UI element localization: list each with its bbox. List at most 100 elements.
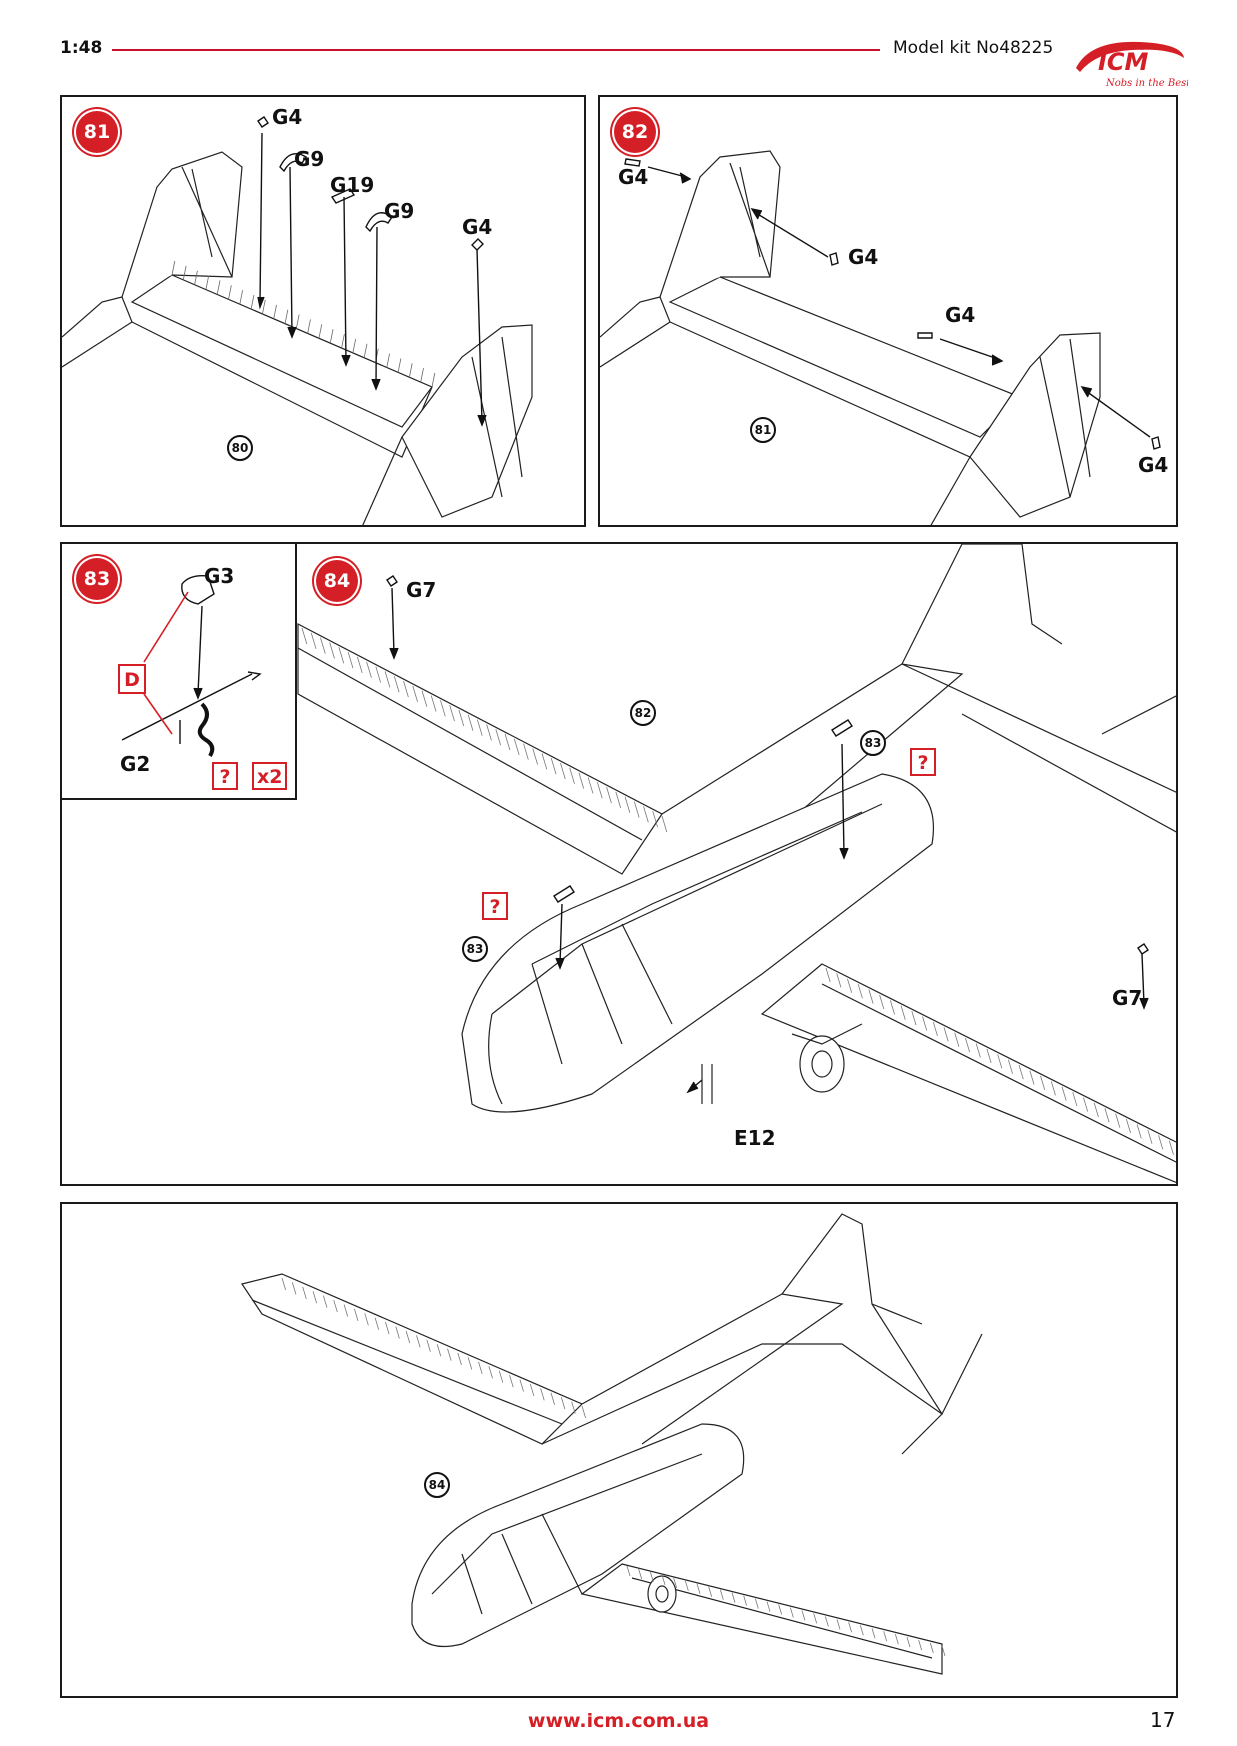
rib-line [498, 1370, 504, 1383]
rib-line [504, 733, 511, 751]
rib-line [431, 372, 436, 388]
rib-line [638, 1568, 643, 1580]
rib-line [1040, 1075, 1046, 1090]
part-label-g4-a: G4 [272, 105, 303, 129]
rib-line [778, 1604, 783, 1615]
rib-line [421, 690, 428, 707]
rib-line [1158, 1135, 1164, 1150]
rib-line [941, 1645, 946, 1657]
rib-line [291, 1282, 297, 1295]
step-82-panel: 82 G4 G4 G4 G4 81 [598, 95, 1178, 527]
rib-line [848, 1622, 853, 1633]
step-84-ref-82: 82 [630, 700, 656, 726]
rib-line [1050, 1081, 1056, 1096]
rib-line [284, 309, 289, 324]
rib-line [364, 1313, 369, 1326]
step-81-ref-80: 80 [227, 435, 253, 461]
rib-line [624, 796, 631, 813]
rib-line [295, 314, 300, 329]
rib-line [408, 363, 413, 378]
final-ref-84: 84 [424, 1472, 450, 1498]
rib-line [540, 1388, 545, 1401]
rib-line [1061, 1086, 1067, 1101]
rib-line [239, 290, 244, 305]
rib-line [1093, 1102, 1099, 1117]
rib-line [801, 1610, 806, 1621]
step-84-panel: 83 G3 G2 D ? x2 84 G7 G7 E12 82 83 83 ? … [60, 542, 1178, 1186]
rib-line [766, 1601, 771, 1612]
rib-line [310, 632, 317, 649]
rib-line [302, 1286, 307, 1299]
rib-line [341, 333, 345, 349]
rib-line [615, 791, 622, 809]
rib-line [633, 801, 640, 818]
rib-line [1147, 1129, 1153, 1144]
step-81-badge: 81 [76, 111, 118, 153]
rib-line [384, 671, 391, 688]
rib-line [357, 656, 363, 674]
rib-line [509, 1374, 514, 1388]
part-label-g2: G2 [120, 752, 151, 776]
rib-line [338, 647, 345, 664]
rib-line [943, 1027, 949, 1042]
rib-line [478, 1361, 483, 1374]
rib-line [986, 1048, 992, 1064]
rib-line [1018, 1064, 1024, 1080]
rib-line [571, 1401, 576, 1414]
rib-line [171, 260, 176, 276]
rib-line [486, 724, 492, 741]
rib-line [719, 1589, 724, 1600]
rib-line [412, 685, 418, 702]
rib-line [301, 627, 308, 645]
part-label-g4-1: G4 [618, 165, 649, 189]
part-label-g4-b: G4 [462, 215, 493, 239]
step-82-drawing [600, 150, 1161, 525]
rib-line [550, 1392, 555, 1405]
model-kit-title: Model kit No48225 [893, 38, 1054, 58]
rib-line [318, 324, 323, 339]
step-84-badge: 84 [316, 560, 358, 602]
rib-line [250, 295, 255, 310]
step-81-panel: 81 G4 G9 G19 G9 G4 80 [60, 95, 586, 527]
paint-question-box: ? [212, 762, 238, 790]
step-82-badge: 82 [614, 111, 656, 153]
rib-line [352, 338, 357, 353]
rib-line [859, 1625, 864, 1636]
rib-line [597, 782, 603, 799]
rib-line [883, 1631, 888, 1642]
rib-line [626, 1565, 631, 1577]
rib-line [789, 1607, 794, 1618]
rib-line [405, 1330, 411, 1344]
rib-line [894, 1634, 899, 1645]
website-url[interactable]: www.icm.com.ua [527, 1710, 710, 1732]
rib-line [436, 1344, 442, 1357]
rib-line [1007, 1059, 1013, 1074]
rib-line [343, 1304, 349, 1317]
rib-line [322, 1295, 328, 1308]
part-label-g9-b: G9 [384, 199, 415, 223]
rib-line [911, 1011, 917, 1026]
rib-line [329, 329, 334, 344]
rib-line [587, 777, 594, 794]
rib-line [467, 1357, 473, 1370]
rib-line [560, 1397, 566, 1410]
logo-slogan: Nobs in the Best [1105, 78, 1188, 89]
step-83-inset: 83 G3 G2 D ? x2 [62, 544, 297, 800]
final-assembly-panel: 84 [60, 1202, 1178, 1698]
rib-line [366, 661, 372, 678]
rib-line [1125, 1118, 1131, 1134]
rib-line [395, 1326, 400, 1339]
rib-line [906, 1636, 911, 1648]
part-label-e12: E12 [734, 1126, 776, 1150]
rib-line [1104, 1108, 1110, 1123]
rib-line [262, 299, 266, 315]
step-83-drawing [121, 574, 262, 758]
rib-line [954, 1032, 960, 1047]
rib-line [871, 1628, 876, 1639]
rib-line [643, 806, 649, 823]
paint-question-box-a: ? [910, 748, 936, 776]
step-84-drawing [124, 544, 1176, 1184]
rib-line [426, 1339, 431, 1352]
rib-line [375, 666, 382, 683]
rib-line [661, 815, 668, 833]
